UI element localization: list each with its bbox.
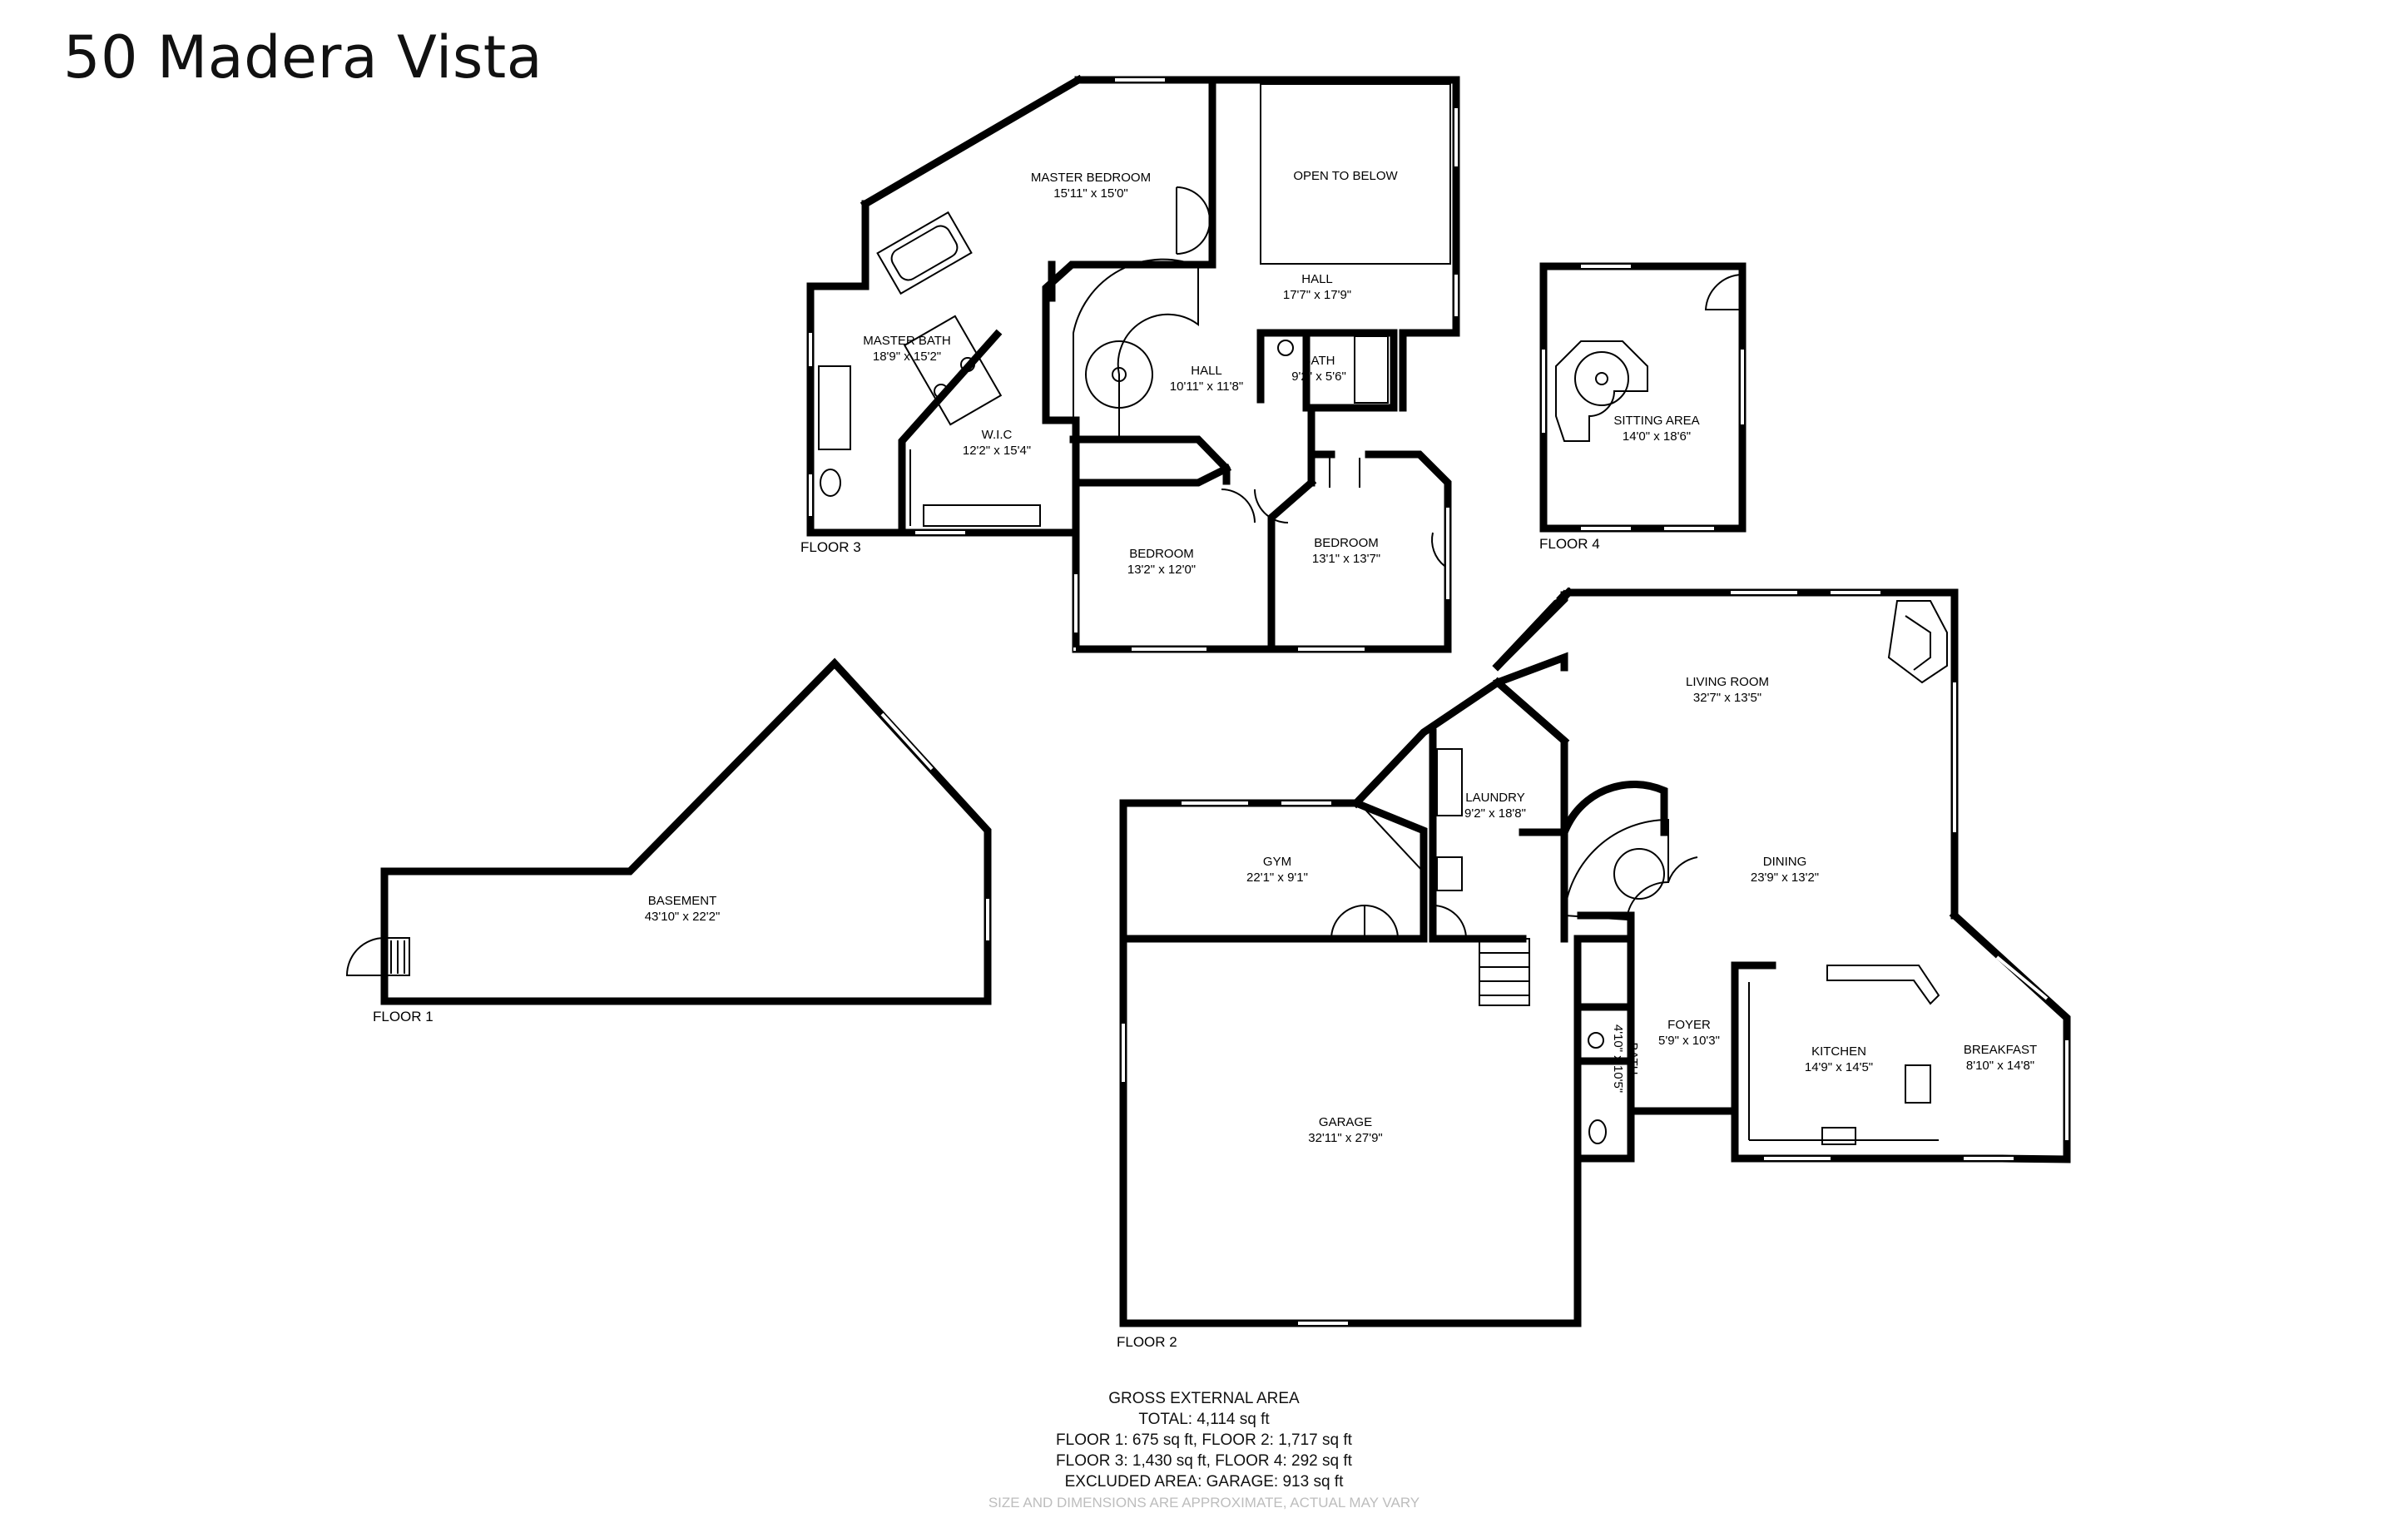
room-name: BASEMENT <box>648 894 717 908</box>
room-name: FOYER <box>1667 1018 1711 1032</box>
room-dimension: 9'2" x 18'8" <box>1464 806 1526 821</box>
room-dimension: 12'2" x 15'4" <box>963 444 1031 458</box>
floor-2-plan <box>1119 587 2071 1327</box>
floor-label: FLOOR 3 <box>800 539 861 555</box>
room-dimension: 15'11" x 15'0" <box>1053 186 1128 201</box>
room-dimension: 22'1" x 9'1" <box>1246 871 1308 885</box>
room-dimension: 13'2" x 12'0" <box>1127 563 1196 577</box>
room-name: HALL <box>1191 364 1222 378</box>
room-name: MASTER BATH <box>863 334 951 348</box>
room-dimension: 8'10" x 14'8" <box>1966 1059 2034 1073</box>
room-name: HALL <box>1301 272 1333 286</box>
floor-label: FLOOR 2 <box>1117 1334 1177 1350</box>
floor-4-plan <box>1539 262 1747 533</box>
room-dimension: 4'10" x 10'5" <box>1611 1024 1625 1093</box>
room-name: DINING <box>1763 855 1807 869</box>
room-name: LIVING ROOM <box>1686 675 1769 689</box>
room-dimension: 43'10" x 22'2" <box>645 910 721 924</box>
room-name: BEDROOM <box>1129 547 1194 561</box>
room-dimension: 14'0" x 18'6" <box>1623 429 1691 444</box>
room-name: GYM <box>1263 855 1291 869</box>
room-dimension: 13'1" x 13'7" <box>1312 552 1380 566</box>
summary-floors-3-4: FLOOR 3: 1,430 sq ft, FLOOR 4: 292 sq ft <box>1056 1452 1352 1470</box>
room-name: MASTER BEDROOM <box>1031 171 1151 185</box>
room-dimension: 9'2" x 5'6" <box>1291 370 1346 384</box>
room-name: W.I.C <box>982 428 1013 442</box>
room-name: BATH <box>1303 354 1335 368</box>
room-name: SITTING AREA <box>1613 414 1699 428</box>
room-name: BREAKFAST <box>1964 1043 2037 1057</box>
room-name: BEDROOM <box>1314 536 1379 550</box>
room-dimension: 23'9" x 13'2" <box>1751 871 1819 885</box>
floor-label: FLOOR 1 <box>373 1009 434 1024</box>
room-dimension: 10'11" x 11'8" <box>1170 379 1243 394</box>
room-name: OPEN TO BELOW <box>1293 169 1398 183</box>
room-dimension: 14'9" x 14'5" <box>1805 1060 1873 1074</box>
room-name: BATH <box>1626 1043 1640 1075</box>
room-dimension: 32'7" x 13'5" <box>1693 691 1761 705</box>
plan-title: 50 Madera Vista <box>63 23 543 92</box>
summary-floors-1-2: FLOOR 1: 675 sq ft, FLOOR 2: 1,717 sq ft <box>1056 1431 1352 1449</box>
summary-heading: GROSS EXTERNAL AREA <box>1108 1390 1300 1407</box>
summary-total: TOTAL: 4,114 sq ft <box>1138 1411 1270 1428</box>
room-name: GARAGE <box>1319 1115 1372 1129</box>
room-labels: MASTER BEDROOM 15'11" x 15'0" OPEN TO BE… <box>645 169 2037 1145</box>
room-name: LAUNDRY <box>1465 791 1524 805</box>
room-dimension: 18'9" x 15'2" <box>873 350 941 364</box>
summary-disclaimer: SIZE AND DIMENSIONS ARE APPROXIMATE, ACT… <box>988 1495 1420 1511</box>
floor-1-plan <box>345 657 992 1005</box>
room-dimension: 5'9" x 10'3" <box>1658 1034 1720 1048</box>
area-summary: GROSS EXTERNAL AREA TOTAL: 4,114 sq ft F… <box>871 1388 1537 1513</box>
room-name: KITCHEN <box>1811 1044 1866 1059</box>
floor-3-plan <box>806 74 1460 653</box>
floor-label: FLOOR 4 <box>1539 536 1600 552</box>
room-dimension: 32'11" x 27'9" <box>1308 1131 1383 1145</box>
summary-excluded: EXCLUDED AREA: GARAGE: 913 sq ft <box>1064 1473 1344 1491</box>
room-dimension: 17'7" x 17'9" <box>1283 288 1351 302</box>
